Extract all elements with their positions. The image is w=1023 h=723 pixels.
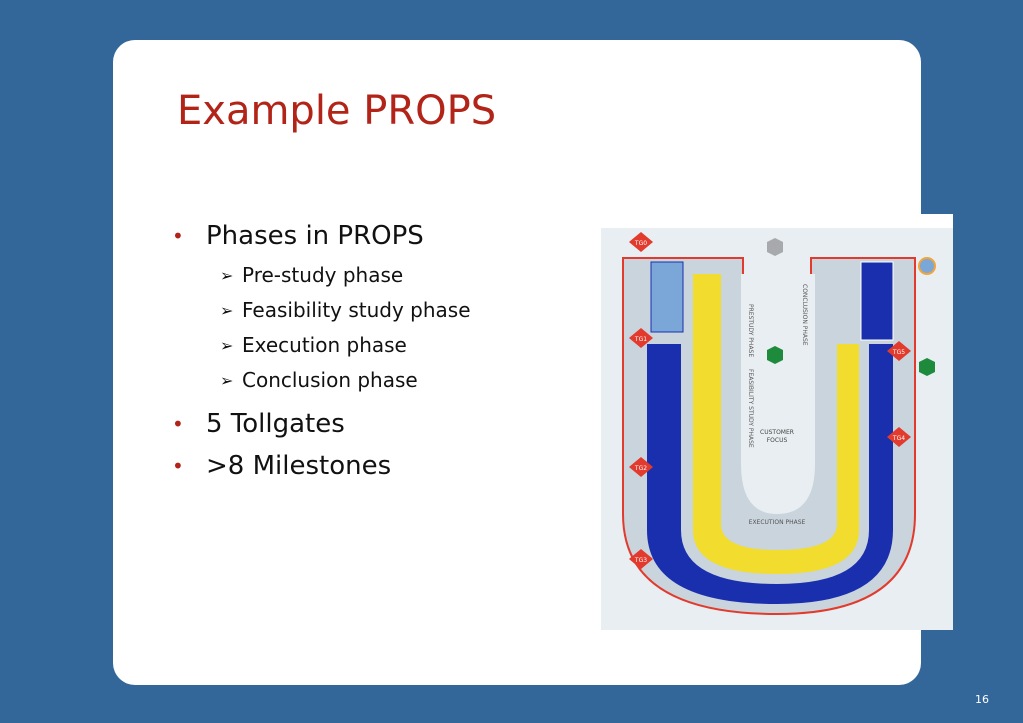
tollgate-marker: TG4 (887, 427, 911, 447)
tollgate-label: TG1 (634, 336, 647, 343)
milestone-hexagon (919, 358, 935, 376)
tollgate-marker: TG5 (887, 341, 911, 361)
u-yellow-band (693, 274, 859, 574)
u-inner-gap (741, 274, 815, 514)
phase-label-execution: EXECUTION PHASE (749, 519, 806, 526)
sub-bullet-item: ➢ Pre-study phase (220, 258, 471, 293)
tollgate-label: TG2 (634, 465, 647, 472)
bullet-icon: • (172, 224, 184, 248)
diagram-top-strip (601, 214, 953, 228)
sub-bullet-list: ➢ Pre-study phase ➢ Feasibility study phas… (220, 258, 471, 398)
center-label-line2: FOCUS (767, 437, 788, 444)
props-u-diagram: TG0 TG1 TG2 TG3 TG4 TG5 PRESTUDY PHASE F… (601, 214, 953, 630)
sub-bullet-text: Conclusion phase (242, 368, 418, 392)
conclusion-box (860, 261, 894, 341)
milestone-hexagon (767, 346, 783, 364)
sub-bullet-item: ➢ Execution phase (220, 328, 471, 363)
sub-bullet-item: ➢ Feasibility study phase (220, 293, 471, 328)
tollgate-marker: TG2 (629, 457, 653, 477)
u-blue-band (647, 344, 893, 604)
sub-bullet-text: Pre-study phase (242, 263, 404, 287)
center-label-line1: CUSTOMER (760, 429, 794, 436)
sub-bullet-text: Execution phase (242, 333, 407, 357)
page-number: 16 (975, 693, 989, 706)
bullet-text: Phases in PROPS (206, 221, 424, 251)
phase-label-feasibility: FEASIBILITY STUDY PHASE (747, 369, 754, 448)
tollgate-label: TG0 (634, 240, 647, 247)
sub-bullet-item: ➢ Conclusion phase (220, 363, 471, 398)
prestudy-box (650, 261, 684, 333)
tollgate-marker: TG0 (629, 232, 653, 252)
phase-label-prestudy: PRESTUDY PHASE (747, 304, 754, 357)
bullet-text: 5 Tollgates (206, 409, 345, 439)
customer-logo-icon (918, 257, 936, 275)
bullet-item: • >8 Milestones (172, 448, 471, 484)
bullet-item: • Phases in PROPS ➢ Pre-study phase ➢ Feas… (172, 218, 471, 398)
arrow-bullet-icon: ➢ (220, 301, 234, 320)
bullet-text: >8 Milestones (206, 451, 392, 481)
arrow-bullet-icon: ➢ (220, 266, 234, 285)
tollgate-marker: TG1 (629, 328, 653, 348)
bullet-icon: • (172, 412, 184, 436)
milestone-hexagon-grey (767, 238, 783, 256)
phase-label-conclusion: CONCLUSION PHASE (801, 284, 808, 346)
slide-title: Example PROPS (177, 88, 497, 134)
bullet-item: • 5 Tollgates (172, 406, 471, 442)
tollgate-label: TG5 (892, 349, 905, 356)
arrow-bullet-icon: ➢ (220, 371, 234, 390)
tollgate-marker: TG3 (629, 549, 653, 569)
arrow-bullet-icon: ➢ (220, 336, 234, 355)
tollgate-label: TG4 (892, 435, 905, 442)
bullet-icon: • (172, 454, 184, 478)
sub-bullet-text: Feasibility study phase (242, 298, 471, 322)
tollgate-label: TG3 (634, 557, 647, 564)
bullet-list: • Phases in PROPS ➢ Pre-study phase ➢ Feas… (172, 218, 471, 490)
